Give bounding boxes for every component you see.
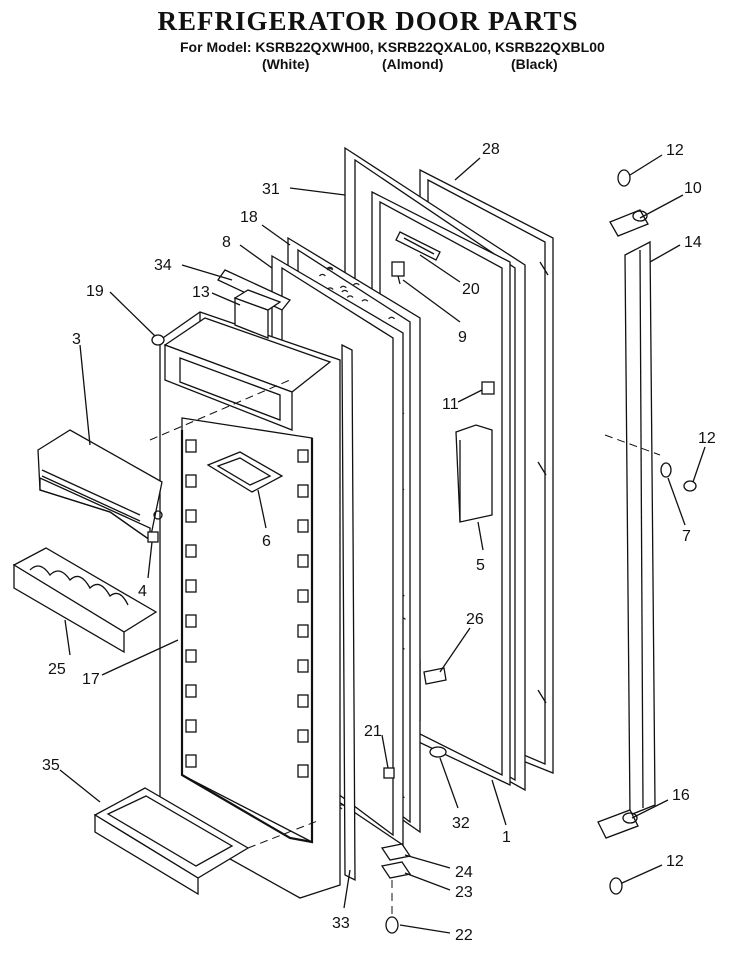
part-hinge-bracket-23 — [380, 861, 412, 879]
callout-label: 6 — [262, 533, 271, 550]
part-handle-bracket-16 — [597, 809, 639, 839]
part-screw-19 — [151, 334, 165, 346]
model-numbers: For Model: KSRB22QXWH00, KSRB22QXAL00, K… — [180, 39, 605, 55]
page-title: REFRIGERATOR DOOR PARTS — [157, 6, 579, 36]
alignment-lines — [149, 379, 661, 915]
callout-label: 9 — [458, 329, 467, 346]
color-label-white: (White) — [262, 56, 310, 72]
part-breaker-strip — [341, 343, 356, 882]
callout-label: 23 — [455, 884, 473, 901]
callout-label: 26 — [466, 611, 484, 628]
part-cartridge-5 — [455, 424, 493, 523]
callout-label: 18 — [240, 209, 258, 226]
callout-label: 14 — [684, 234, 702, 251]
part-screw-12-top — [617, 169, 631, 187]
part-hinge-bracket-24 — [380, 843, 412, 861]
color-label-almond: (Almond) — [382, 56, 444, 72]
color-label-black: (Black) — [511, 56, 558, 72]
part-screw-22 — [385, 916, 399, 934]
callout-label: 12 — [666, 853, 684, 870]
callout-label: 17 — [82, 671, 100, 688]
callout-label: 21 — [364, 723, 382, 740]
part-screw-12-bottom — [609, 877, 623, 895]
callout-label: 8 — [222, 234, 231, 251]
callout-label: 12 — [698, 430, 716, 447]
callout-label: 32 — [452, 815, 470, 832]
callout-label: 19 — [86, 283, 104, 300]
callout-label: 16 — [672, 787, 690, 804]
callout-label: 20 — [462, 281, 480, 298]
part-dispenser-bin-3 — [37, 429, 163, 542]
callout-label: 31 — [262, 181, 280, 198]
part-vertical-handle-14 — [624, 240, 656, 816]
part-screw-21 — [383, 767, 395, 779]
callout-label: 1 — [502, 829, 511, 846]
callout-label: 7 — [682, 528, 691, 545]
callout-label: 4 — [138, 583, 147, 600]
leader-lines — [59, 154, 706, 934]
callout-label: 5 — [476, 557, 485, 574]
callout-label: 13 — [192, 284, 210, 301]
part-screw-12-side — [683, 480, 697, 492]
callout-label: 33 — [332, 915, 350, 932]
part-clip-4 — [147, 531, 159, 543]
part-washer-7 — [660, 462, 672, 478]
callout-label: 25 — [48, 661, 66, 678]
callout-label: 12 — [666, 142, 684, 159]
callout-label: 10 — [684, 180, 702, 197]
part-tray-6 — [206, 451, 284, 493]
callout-label: 34 — [154, 257, 172, 274]
part-handle-bracket — [395, 231, 441, 261]
part-liner-top-housing — [163, 317, 332, 431]
liner-ribs-left — [185, 439, 197, 768]
part-screw-9 — [391, 261, 405, 285]
part-clip-11 — [481, 381, 495, 395]
callout-label: 11 — [442, 396, 459, 413]
part-rack-25 — [12, 547, 158, 654]
liner-ribs-right — [297, 449, 309, 778]
part-hinge-block — [233, 289, 282, 339]
callout-label: 24 — [455, 864, 473, 881]
callout-label: 28 — [482, 141, 500, 158]
callout-label: 3 — [72, 331, 81, 348]
callout-label: 35 — [42, 757, 60, 774]
part-handle-bracket-10 — [609, 209, 649, 237]
part-washer-32 — [429, 746, 447, 758]
part-door-bin-35 — [93, 787, 250, 896]
callout-label: 22 — [455, 927, 473, 944]
callout-labels: 28 31 18 8 34 19 13 3 20 9 11 6 4 5 25 1… — [42, 141, 716, 944]
